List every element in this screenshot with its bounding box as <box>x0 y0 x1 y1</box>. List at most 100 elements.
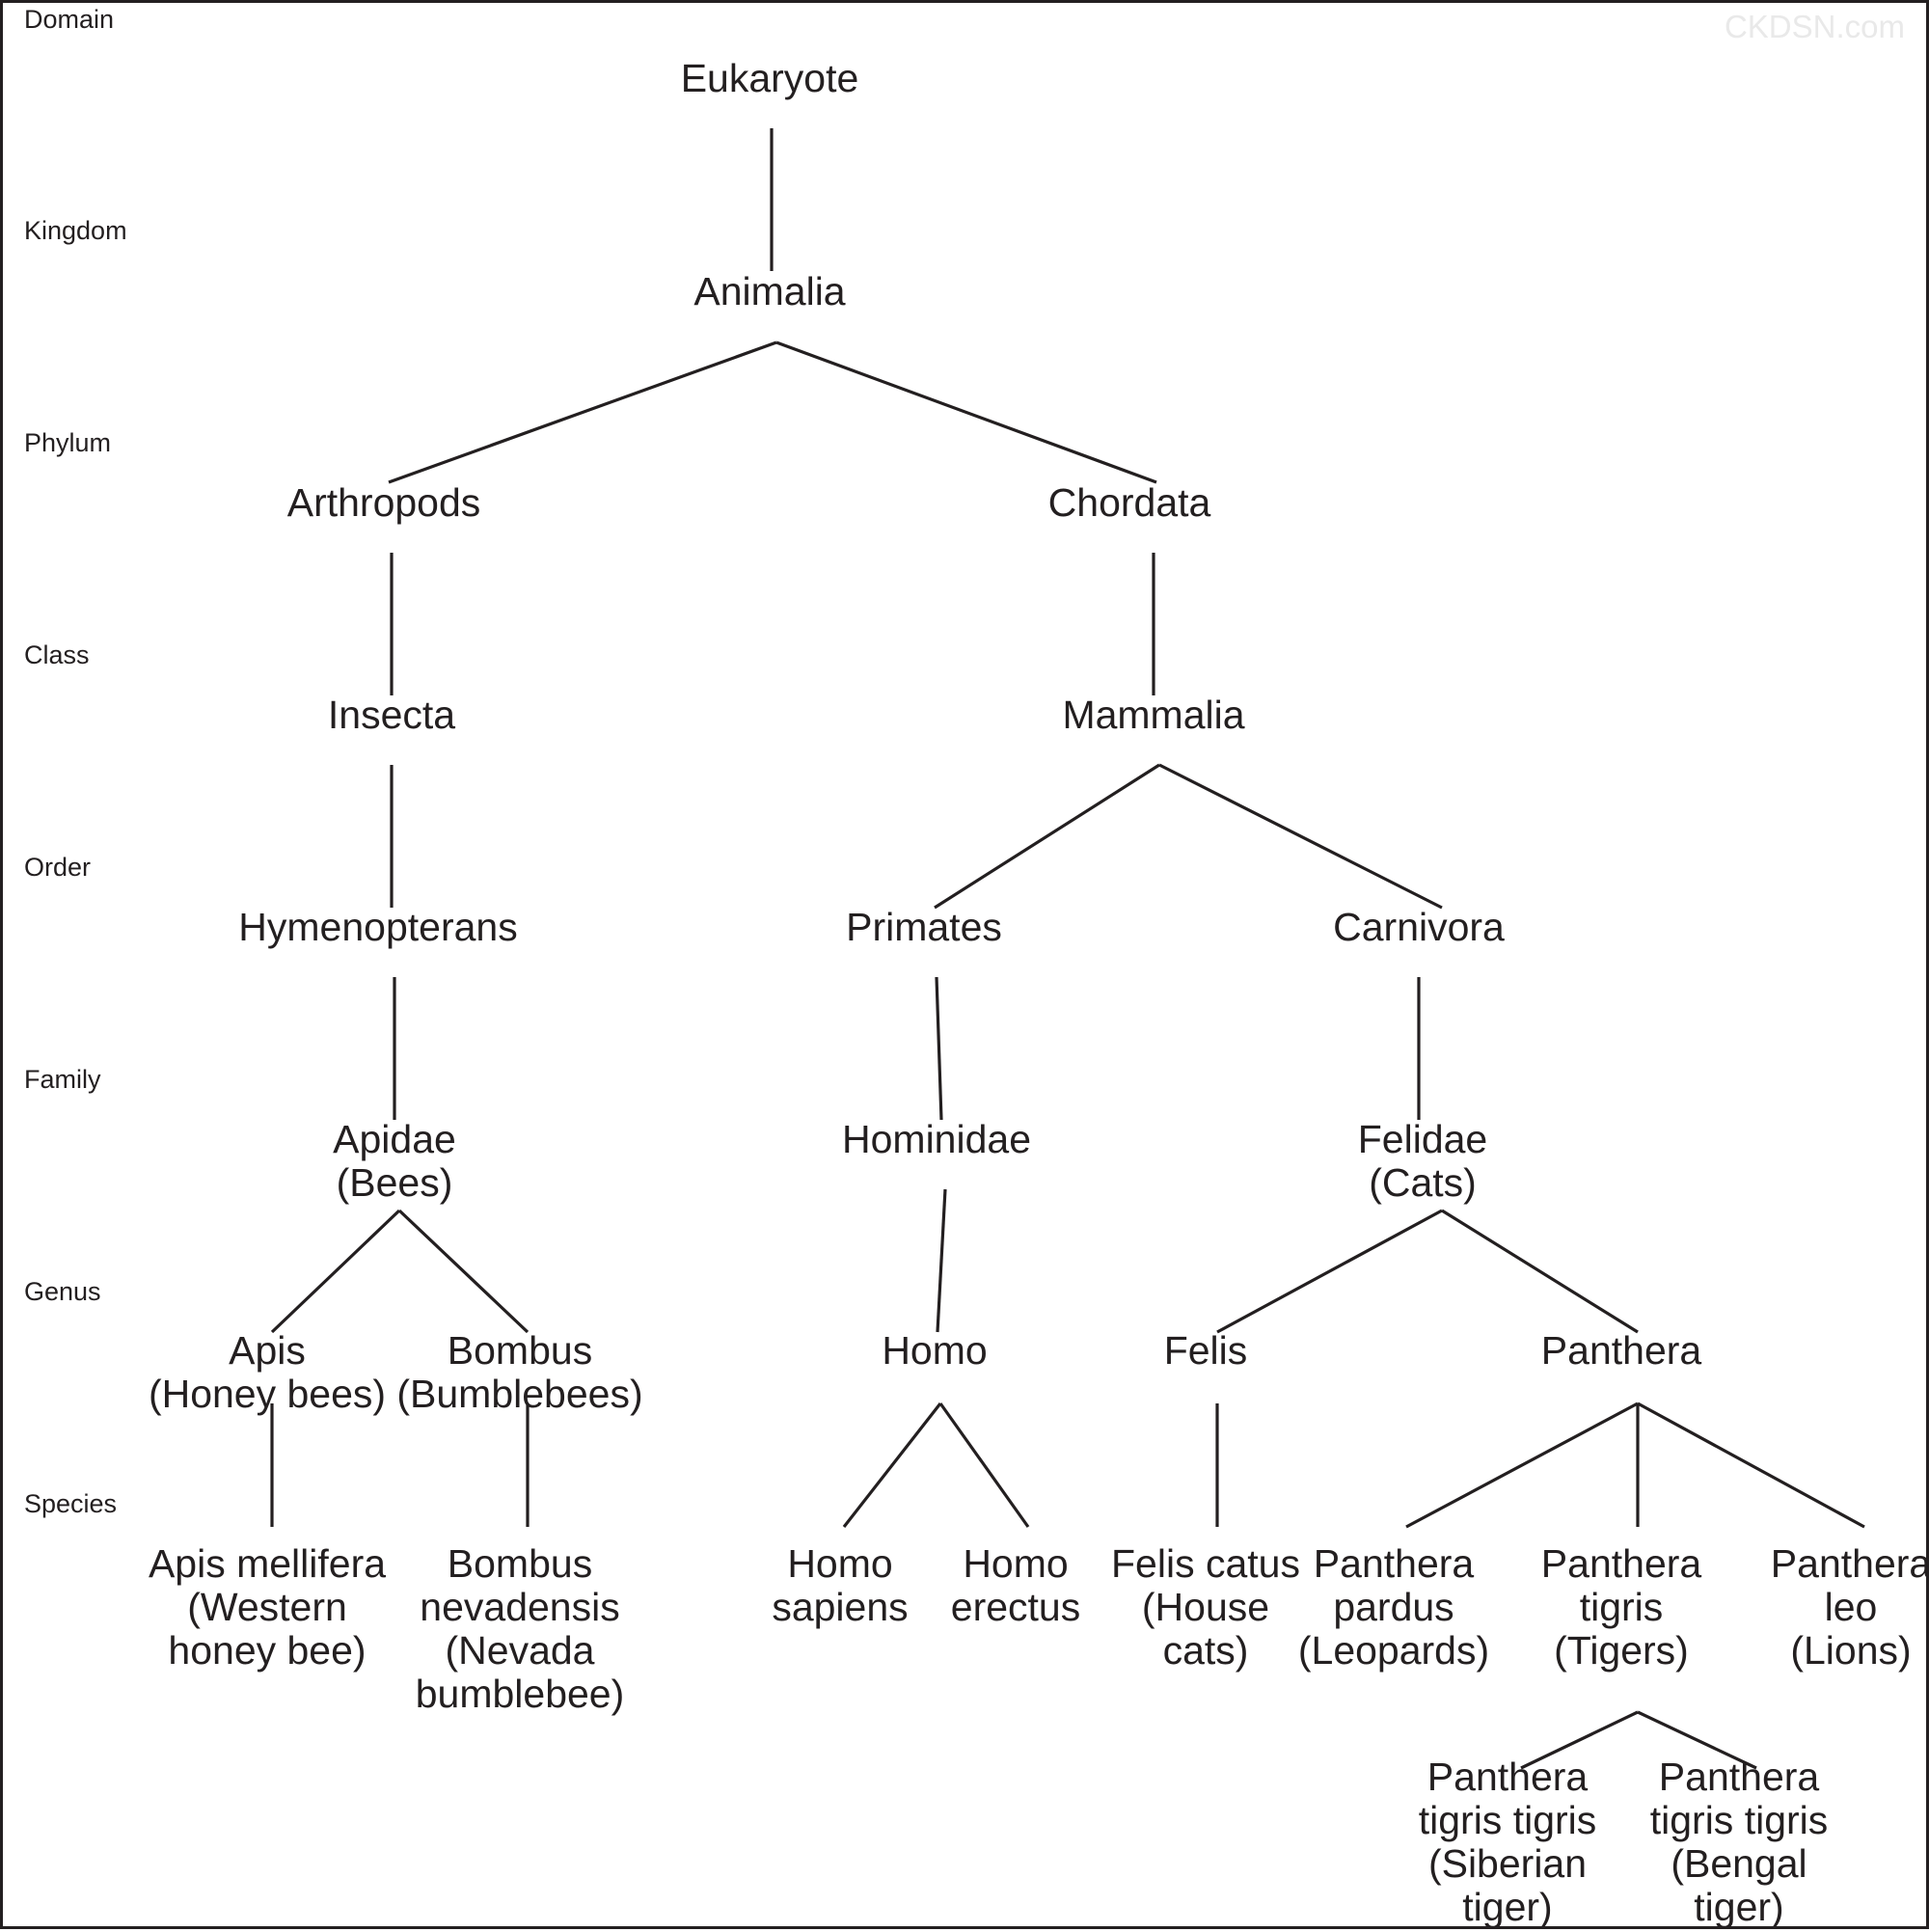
node-siberian-tiger-line-3: tiger) <box>1462 1885 1552 1929</box>
tree-edge-animalia-chordata <box>775 340 1157 484</box>
rank-label-family: Family <box>24 1065 101 1094</box>
node-carnivora[interactable]: Carnivora <box>1333 905 1505 949</box>
rank-label-genus: Genus <box>24 1277 101 1306</box>
node-bengal-tiger-line-3: tiger) <box>1694 1885 1783 1929</box>
tree-edge-felidae-felis <box>1216 1209 1443 1334</box>
node-panthera-line-0: Panthera <box>1541 1328 1702 1373</box>
node-apis-line-1: (Honey bees) <box>149 1372 386 1416</box>
node-animalia[interactable]: Animalia <box>693 269 845 313</box>
node-apidae-line-0: Apidae <box>333 1117 456 1161</box>
node-mammalia[interactable]: Mammalia <box>1062 693 1244 737</box>
node-siberian-tiger-line-1: tigris tigris <box>1419 1798 1597 1842</box>
node-arthropods[interactable]: Arthropods <box>287 480 481 525</box>
tree-edge-panthera-panthera-pardus <box>1405 1401 1639 1529</box>
tree-edge-mammalia-carnivora <box>1158 763 1443 910</box>
node-felidae[interactable]: Felidae(Cats) <box>1358 1117 1487 1205</box>
node-bombus-line-0: Bombus <box>448 1328 592 1373</box>
watermark: CKDSN.com <box>1725 9 1905 44</box>
node-insecta[interactable]: Insecta <box>328 693 455 737</box>
node-bengal-tiger-line-1: tigris tigris <box>1650 1798 1829 1842</box>
node-hominidae-line-0: Hominidae <box>842 1117 1031 1161</box>
node-panthera-tigris-line-2: (Tigers) <box>1554 1628 1689 1673</box>
node-primates-line-0: Primates <box>846 905 1002 949</box>
node-bombus-nevadensis-line-0: Bombus <box>448 1541 592 1586</box>
node-apidae[interactable]: Apidae(Bees) <box>333 1117 456 1205</box>
node-arthropods-line-0: Arthropods <box>287 480 481 525</box>
node-hymenopterans[interactable]: Hymenopterans <box>238 905 517 949</box>
node-panthera-tigris-line-1: tigris <box>1580 1585 1664 1629</box>
rank-label-phylum: Phylum <box>24 428 111 457</box>
node-hymenopterans-line-0: Hymenopterans <box>238 905 517 949</box>
tree-edge-animalia-arthropods <box>388 340 777 484</box>
node-apis-mellifera-line-2: honey bee) <box>168 1628 366 1673</box>
node-panthera-pardus-line-0: Panthera <box>1314 1541 1475 1586</box>
node-primates[interactable]: Primates <box>846 905 1002 949</box>
tree-edge-panthera-panthera-leo <box>1637 1401 1865 1529</box>
rank-label-domain: Domain <box>24 5 114 34</box>
node-apidae-line-1: (Bees) <box>337 1160 453 1205</box>
node-eukaryote[interactable]: Eukaryote <box>681 56 859 100</box>
node-eukaryote-line-0: Eukaryote <box>681 56 859 100</box>
node-panthera-leo-line-0: Panthera <box>1771 1541 1929 1586</box>
node-chordata[interactable]: Chordata <box>1048 480 1211 525</box>
node-insecta-line-0: Insecta <box>328 693 455 737</box>
node-felis[interactable]: Felis <box>1164 1328 1248 1373</box>
node-felis-catus-line-2: cats) <box>1163 1628 1249 1673</box>
tree-edge-homo-homo-erectus <box>938 1402 1030 1528</box>
node-apis[interactable]: Apis(Honey bees) <box>149 1328 386 1416</box>
tree-edge-mammalia-primates <box>934 763 1160 910</box>
tree-edge-homo-homo-sapiens <box>842 1402 942 1528</box>
node-mammalia-line-0: Mammalia <box>1062 693 1244 737</box>
node-bengal-tiger-line-2: (Bengal <box>1671 1841 1807 1886</box>
tree-edge-tigris-siberian <box>1520 1710 1639 1770</box>
node-felis-catus-line-0: Felis catus <box>1111 1541 1300 1586</box>
node-bombus-nevadensis-line-1: nevadensis <box>420 1585 619 1629</box>
node-homo-sapiens-line-0: Homo <box>787 1541 892 1586</box>
node-bombus-line-1: (Bumblebees) <box>396 1372 642 1416</box>
node-felis-catus-line-1: (House <box>1142 1585 1269 1629</box>
node-felidae-line-0: Felidae <box>1358 1117 1487 1161</box>
node-panthera-pardus-line-1: pardus <box>1333 1585 1454 1629</box>
node-panthera-leo-line-1: leo <box>1825 1585 1878 1629</box>
node-panthera[interactable]: Panthera <box>1541 1328 1702 1373</box>
tree-edge-primates-hominidae <box>935 976 943 1121</box>
node-homo-erectus-line-0: Homo <box>963 1541 1068 1586</box>
tree-canvas: DomainKingdomPhylumClassOrderFamilyGenus… <box>24 5 1929 1929</box>
rank-label-class: Class <box>24 640 90 669</box>
tree-edge-tigris-bengal <box>1637 1710 1757 1770</box>
node-homo-sapiens-line-1: sapiens <box>772 1585 908 1629</box>
rank-label-species: Species <box>24 1489 117 1518</box>
node-felis-line-0: Felis <box>1164 1328 1248 1373</box>
node-panthera-pardus-line-2: (Leopards) <box>1298 1628 1489 1673</box>
node-bombus-nevadensis-line-2: (Nevada <box>446 1628 595 1673</box>
node-chordata-line-0: Chordata <box>1048 480 1211 525</box>
rank-label-order: Order <box>24 853 91 882</box>
tree-edge-hominidae-homo <box>936 1188 947 1333</box>
node-apis-mellifera-line-1: (Western <box>187 1585 347 1629</box>
tree-edge-felidae-panthera <box>1441 1209 1639 1334</box>
node-apis-line-0: Apis <box>229 1328 306 1373</box>
tree-edge-apidae-bombus <box>397 1209 530 1334</box>
node-bombus[interactable]: Bombus(Bumblebees) <box>396 1328 642 1416</box>
node-bengal-tiger-line-0: Panthera <box>1659 1755 1820 1799</box>
node-homo[interactable]: Homo <box>882 1328 987 1373</box>
node-siberian-tiger-line-2: (Siberian <box>1428 1841 1587 1886</box>
node-bombus-nevadensis-line-3: bumblebee) <box>416 1672 625 1716</box>
node-panthera-tigris-line-0: Panthera <box>1541 1541 1702 1586</box>
rank-label-layer: DomainKingdomPhylumClassOrderFamilyGenus… <box>24 5 127 1518</box>
node-hominidae[interactable]: Hominidae <box>842 1117 1031 1161</box>
node-panthera-leo-line-2: (Lions) <box>1790 1628 1911 1673</box>
node-carnivora-line-0: Carnivora <box>1333 905 1505 949</box>
